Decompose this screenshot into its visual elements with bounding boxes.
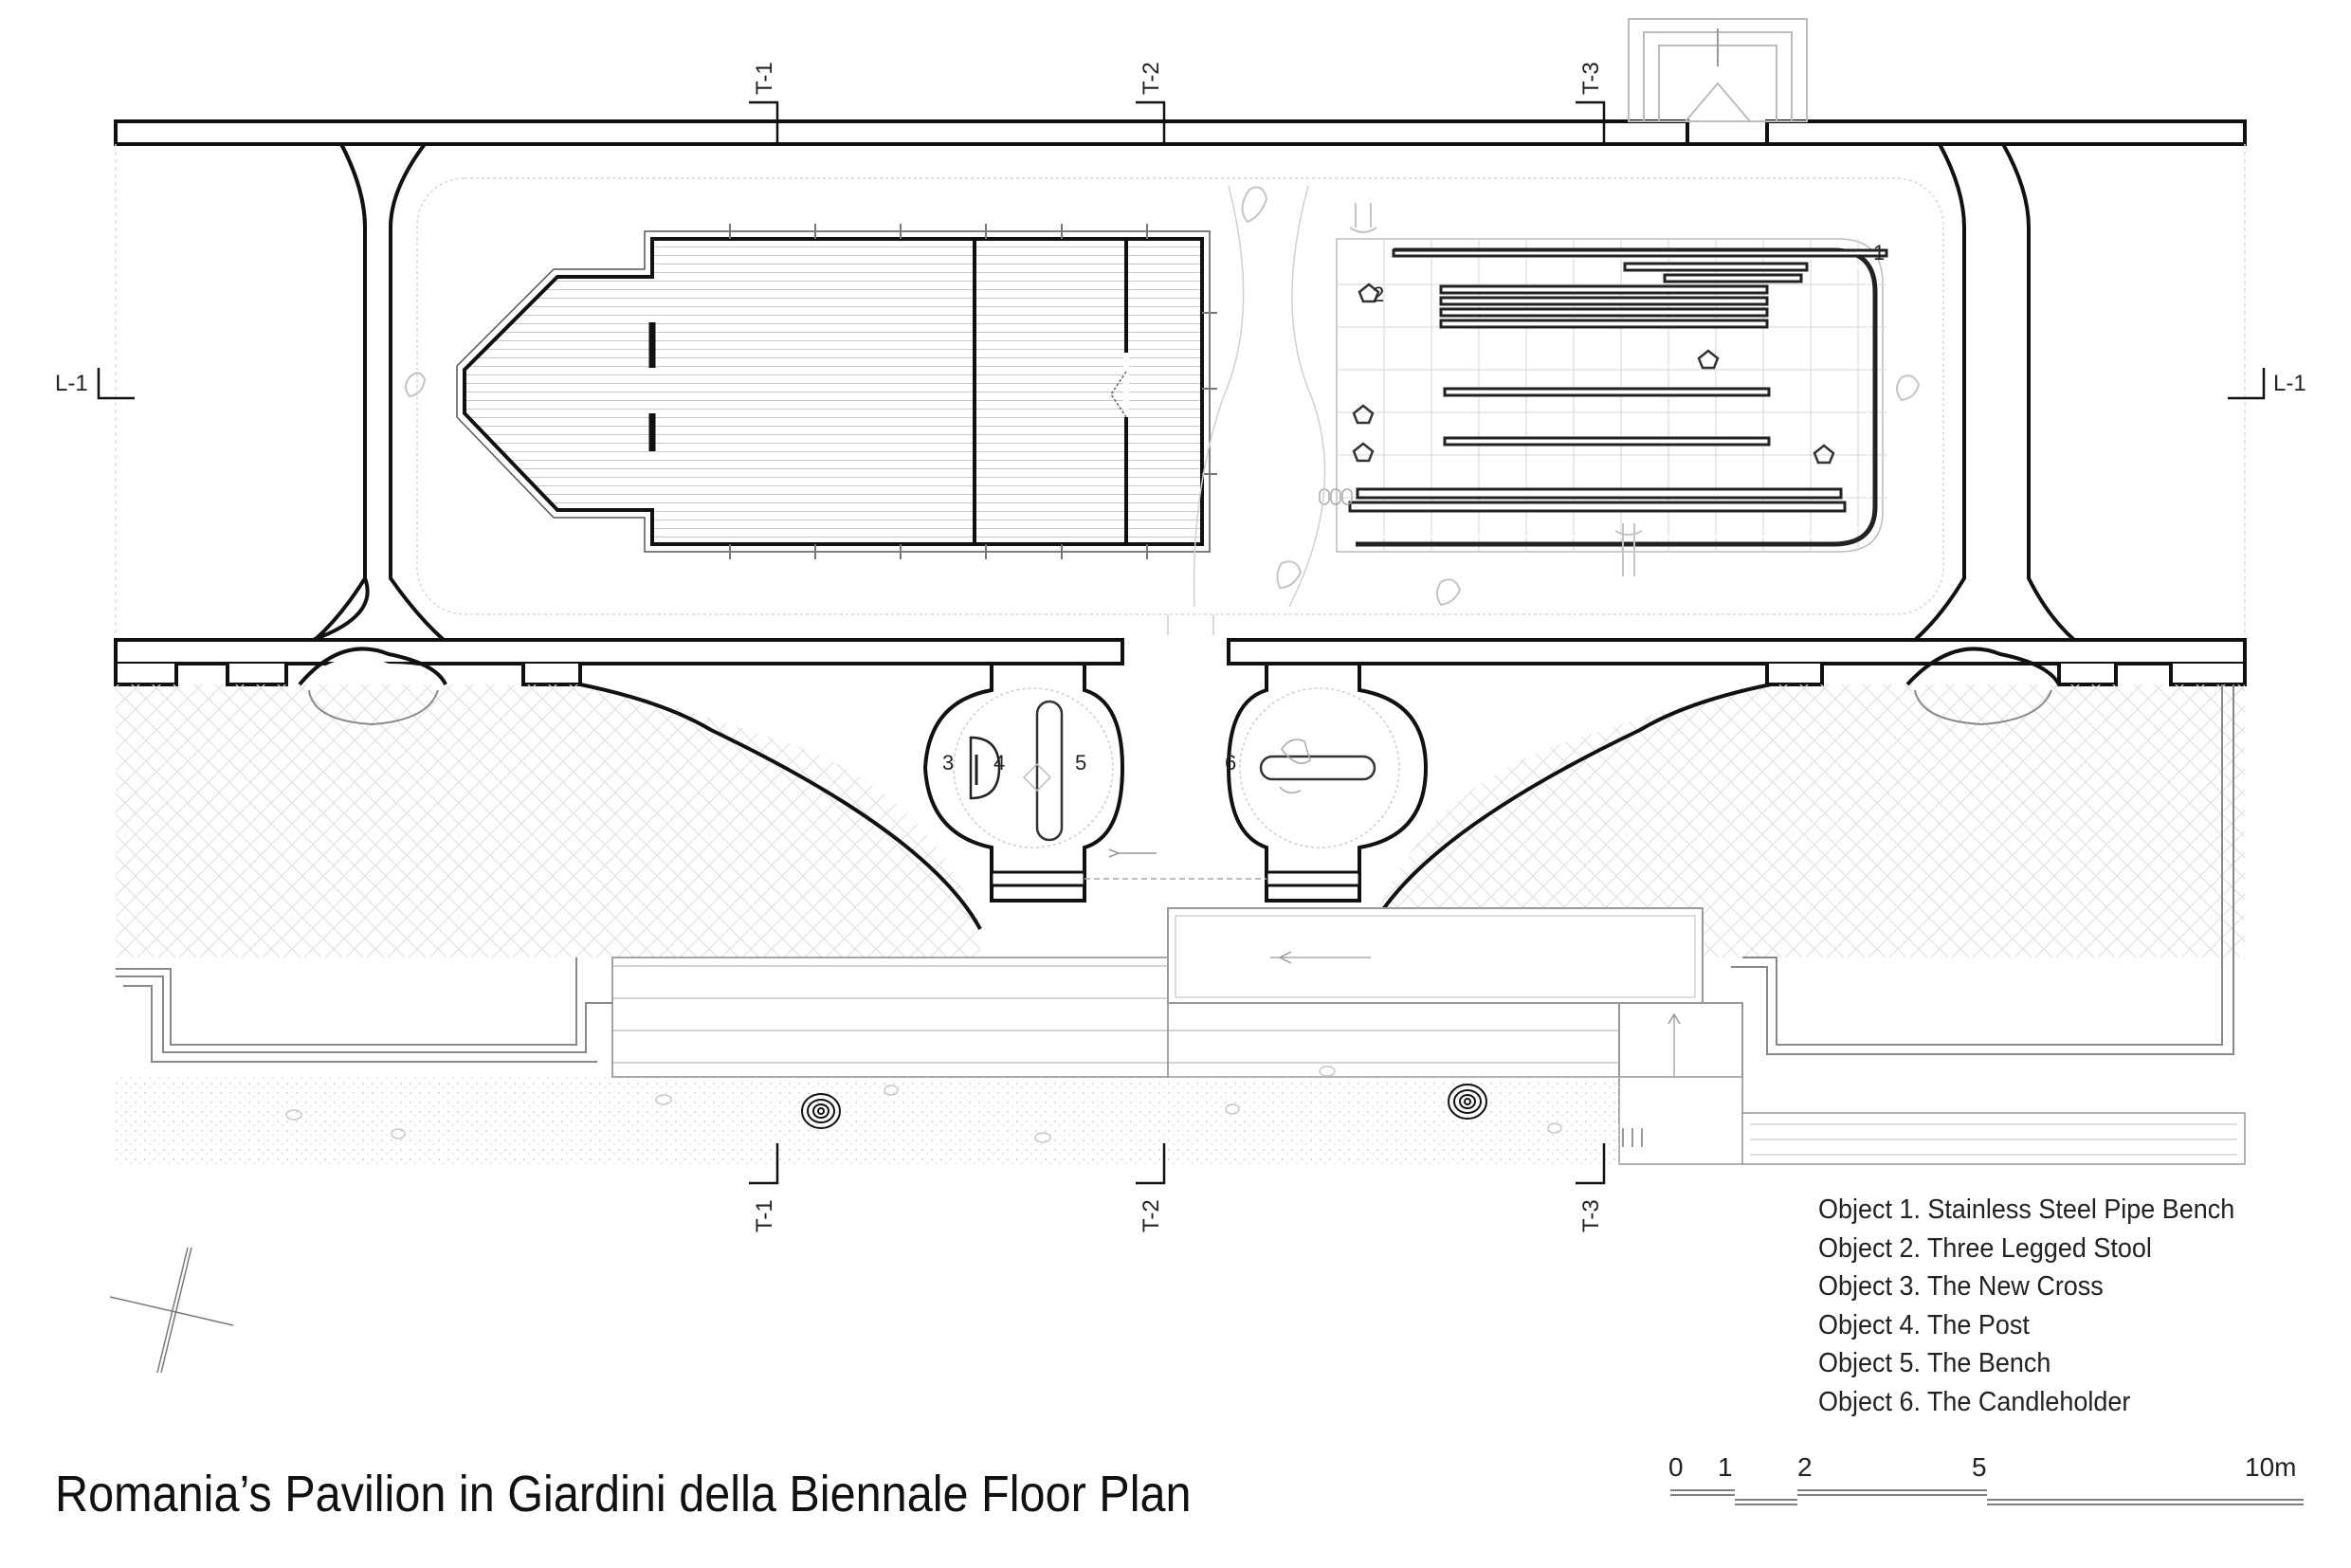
section-marks [97,100,2266,1185]
legend-item: Object 5. The Bench [1818,1348,2051,1378]
scale-label-0: 0 [1668,1452,1684,1482]
bench-installation [1319,238,1888,553]
north-wall [114,119,2247,146]
circulation-line [1193,185,1245,608]
object-tag-4: 4 [993,751,1005,775]
people-figures [405,186,1921,607]
section-mark-l1-right: L-1 [2273,371,2306,396]
church-plan [456,224,1217,559]
legend-item: Object 4. The Post [1818,1309,2030,1340]
legend-item: Object 2. Three Legged Stool [1818,1232,2152,1264]
object-tag-1: 1 [1873,241,1885,264]
scale-bar [1670,1489,2304,1505]
trees [801,1084,1487,1129]
legend-item: Object 6. The Candleholder [1818,1386,2131,1417]
south-wall [114,638,2247,686]
courtyard-curved-walls [298,647,2061,930]
object-tag-2: 2 [1373,283,1384,306]
section-mark-t2-bottom: T-2 [1139,1199,1164,1232]
scale-label-10m: 10m [2245,1452,2297,1482]
object-tag-3: 3 [942,751,954,775]
section-mark-t2-top: T-2 [1139,62,1164,95]
north-entrance-frame [1628,18,1808,122]
object-legend: Object 1. Stainless Steel Pipe Bench Obj… [1818,1191,2277,1421]
hall-walls [116,142,2245,642]
gravel-strip [116,1077,1619,1166]
legend-item: Object 3. The New Cross [1818,1271,2104,1302]
section-mark-t3-bottom: T-3 [1578,1199,1604,1232]
scale-label-5: 5 [1972,1452,1987,1482]
scale-label-1: 1 [1718,1452,1733,1482]
three-legged-stools [1352,283,1835,465]
scale-label-2: 2 [1797,1452,1813,1482]
terrace-walls [116,684,2234,1063]
apses [922,662,1429,903]
section-mark-t1-bottom: T-1 [752,1199,777,1232]
section-mark-t3-top: T-3 [1578,62,1604,95]
section-mark-t1-top: T-1 [752,62,777,95]
north-arrow [109,1247,234,1374]
drawing-title: Romania’s Pavilion in Giardini della Bie… [55,1466,1192,1522]
object-tag-6: 6 [1225,751,1236,775]
entrance-steps [611,907,2246,1165]
section-mark-l1-left: L-1 [55,371,88,396]
object-tag-5: 5 [1075,751,1086,775]
legend-item: Object 1. Stainless Steel Pipe Bench [1818,1194,2235,1225]
